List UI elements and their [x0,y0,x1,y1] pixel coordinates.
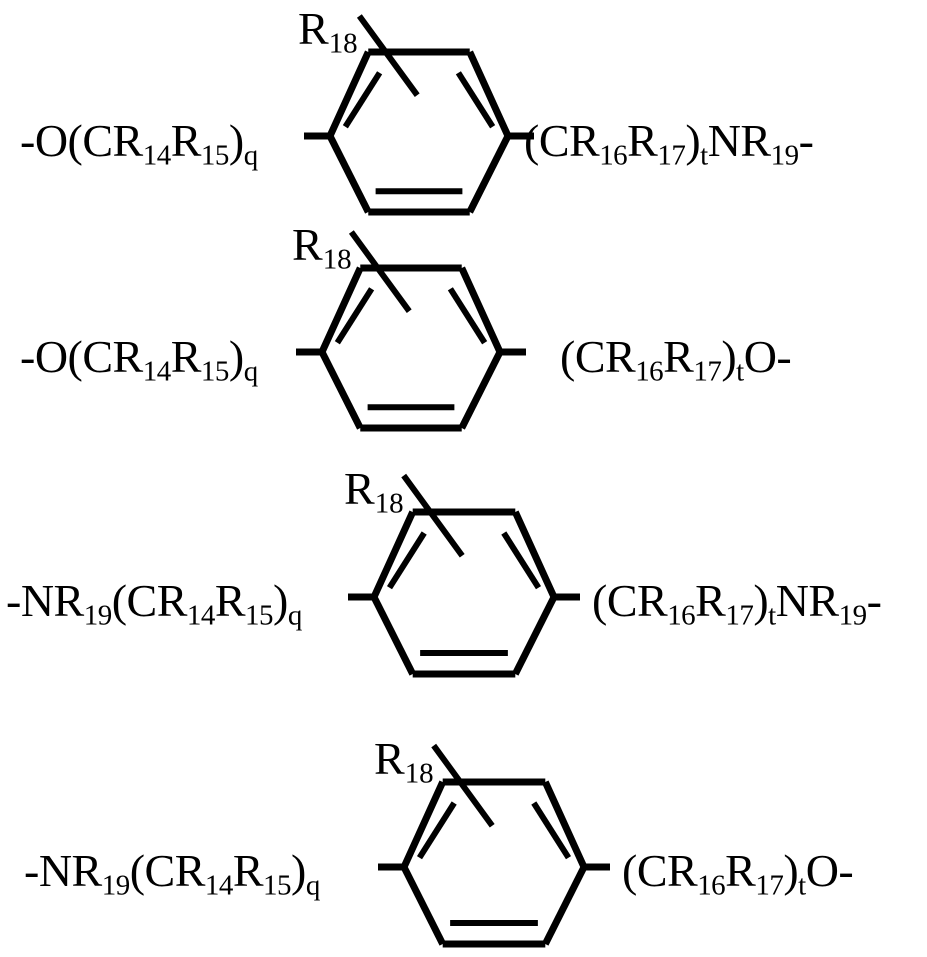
ring-edge-top-right [466,50,512,138]
right-fragment-text: (CR16R17)tO- [560,331,792,388]
benzene-ring [296,230,526,432]
r18-label: R18 [298,3,358,60]
ring-edge-top-left [326,50,372,138]
ring-double-bond-top-left [416,801,457,860]
ring-edge-bottom-left [318,350,364,430]
r18-label: R18 [344,463,404,520]
benzene-ring-svg [348,473,580,678]
left-fragment-text: -O(CR14R15)q [20,115,258,172]
r18-label: R18 [374,733,434,790]
ring-double-bond-top-right [531,801,572,860]
ring-double-bond-top-left [342,71,383,129]
ring-edge-bottom-right [512,595,558,676]
ring-double-bond-top-left [386,531,427,590]
ring-edge-bottom-right [542,865,588,946]
ring-edge-bottom-left [326,134,372,214]
benzene-ring [304,14,534,216]
benzene-ring-svg [296,230,526,432]
ring-double-bond-top-right [447,287,488,345]
r18-substituent-bond [348,230,412,313]
ring-edge-bottom-right [466,134,512,214]
left-fragment-text: -NR19(CR14R15)q [6,575,302,632]
r18-substituent-bond [356,14,420,97]
ring-edge-top-right [512,510,558,599]
ring-edge-bottom-left [370,595,416,676]
ring-edge-top-left [318,266,364,354]
benzene-ring-svg [304,14,534,216]
ring-double-bond-top-right [455,71,496,129]
left-fragment-text: -O(CR14R15)q [20,331,258,388]
left-fragment-text: -NR19(CR14R15)q [24,845,320,902]
ring-double-bond-top-right [501,531,542,590]
benzene-ring [348,473,580,678]
r18-label: R18 [292,219,352,276]
ring-edge-bottom-left [400,865,446,946]
ring-double-bond-top-left [334,287,375,345]
r18-substituent-bond [401,473,465,558]
right-fragment-text: (CR16R17)tNR19- [592,575,882,632]
ring-edge-bottom-right [458,350,504,430]
ring-edge-top-left [370,510,416,599]
benzene-ring [378,743,610,948]
ring-edge-top-right [458,266,504,354]
benzene-ring-svg [378,743,610,948]
right-fragment-text: (CR16R17)tO- [622,845,854,902]
right-fragment-text: (CR16R17)tNR19- [524,115,814,172]
r18-substituent-bond [431,743,495,828]
ring-edge-top-right [542,780,588,869]
ring-edge-top-left [400,780,446,869]
